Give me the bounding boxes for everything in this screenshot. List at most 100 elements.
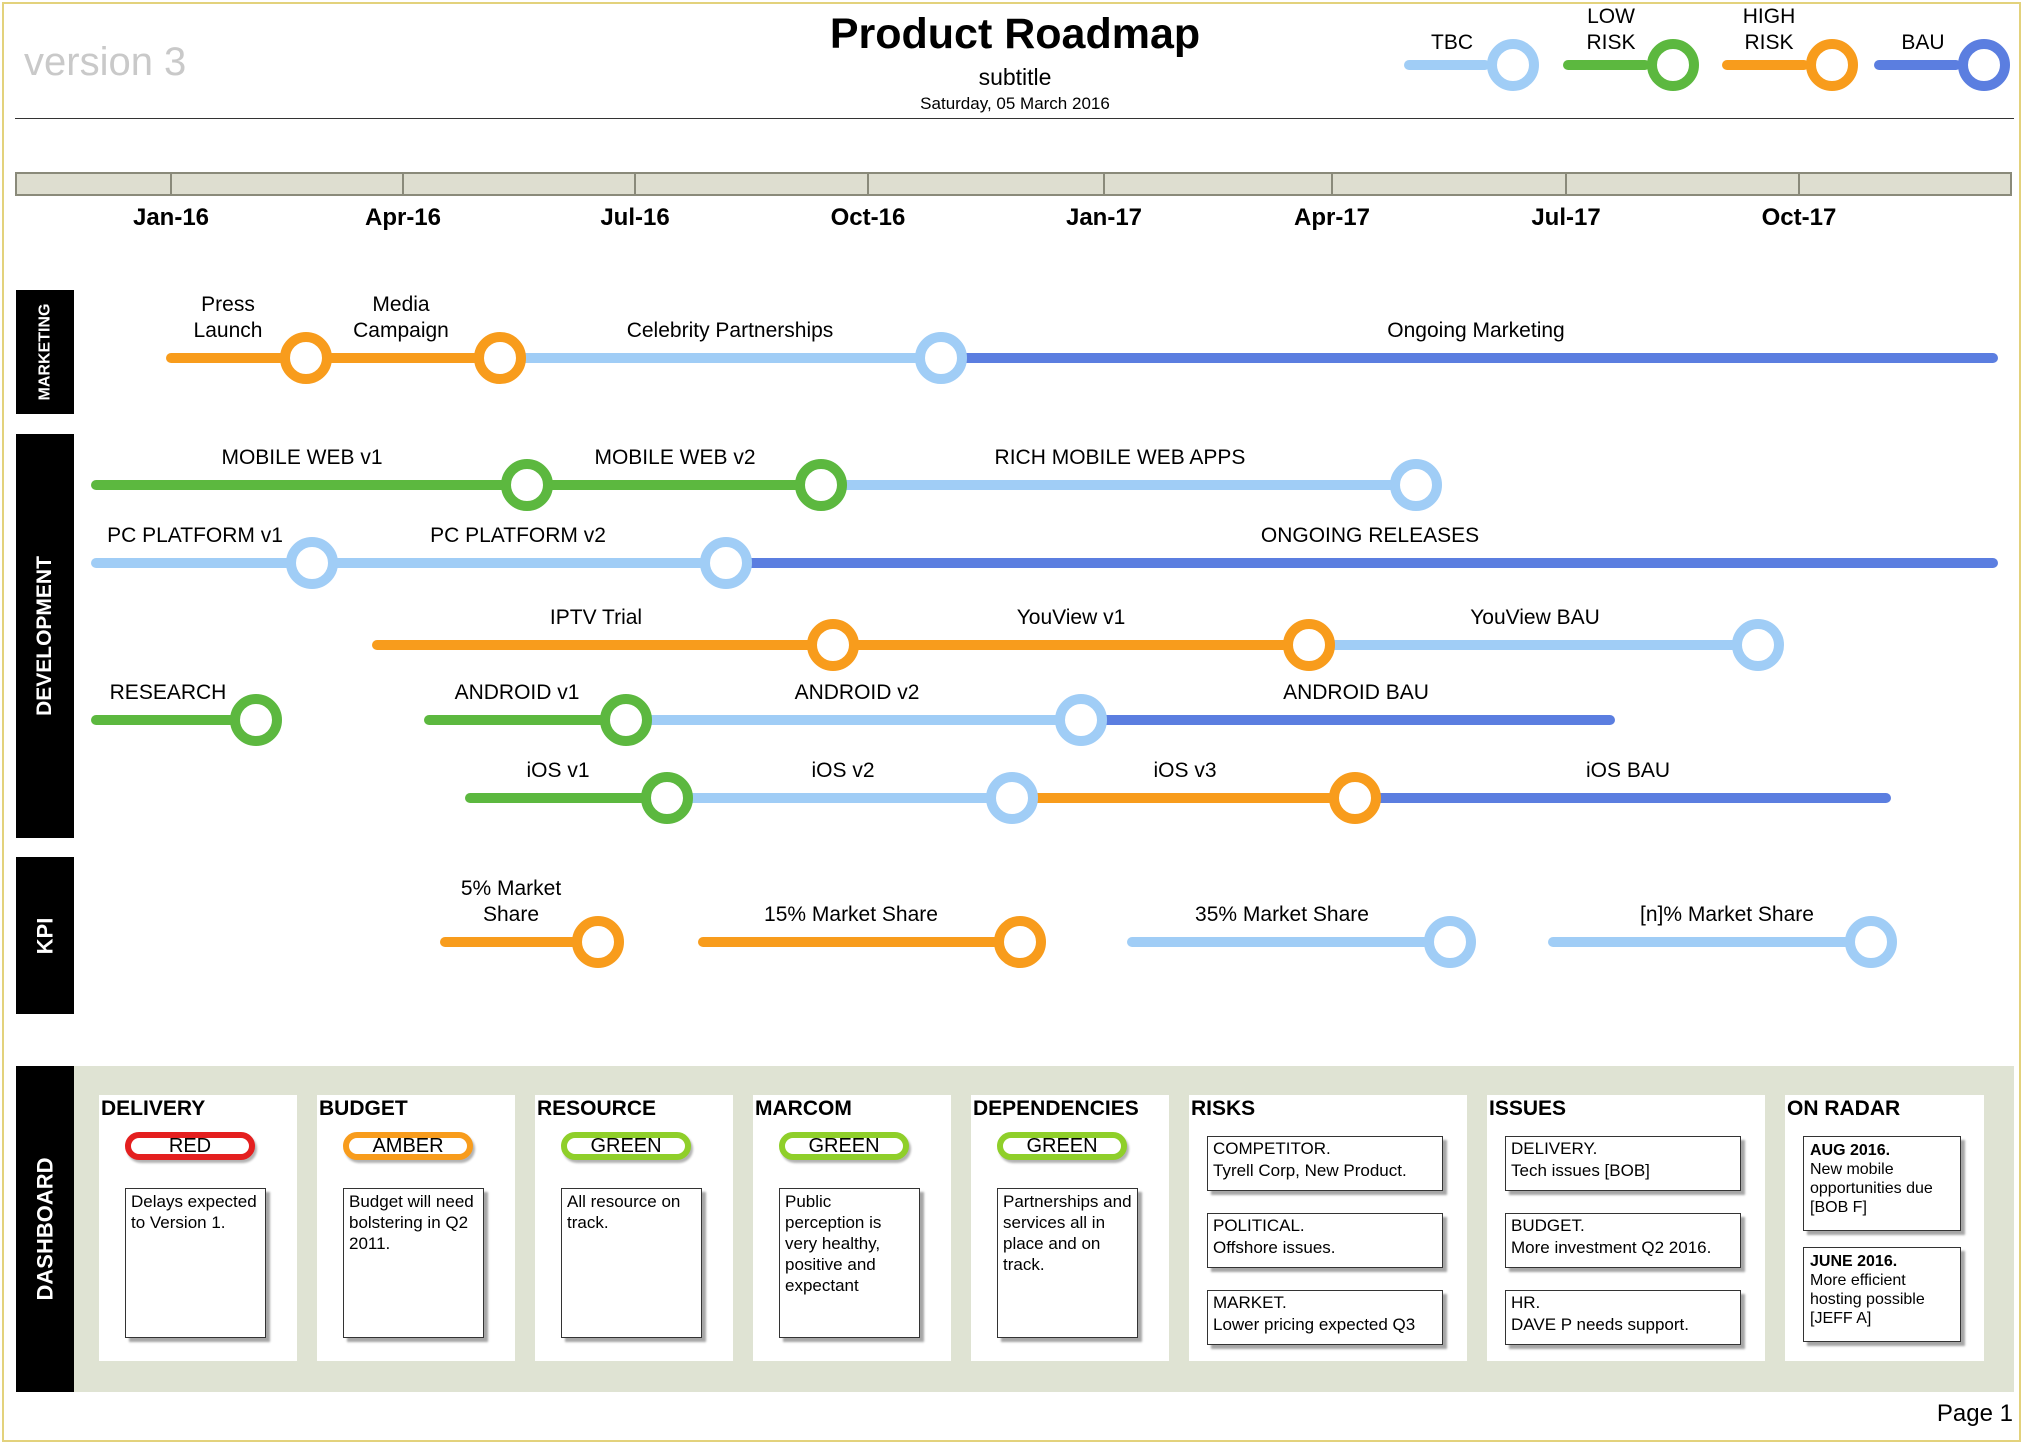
milestone-research [230,694,282,746]
radar-item-text: New mobile opportunities due [BOB F] [1810,1161,1933,1216]
segment-label-android-v2: ANDROID v2 [795,681,920,704]
radar-item: AUG 2016. New mobile opportunities due [… [1803,1136,1961,1231]
segment-label-mobile-web-v1: MOBILE WEB v1 [221,446,382,469]
radar-item-head: JUNE 2016. [1810,1253,1898,1270]
segment-label-youview-bau: YouView BAU [1470,606,1600,629]
segment-label-youview-v1: YouView v1 [1017,606,1126,629]
risk-item-head: COMPETITOR. [1213,1139,1331,1158]
milestone-35-market-share [1424,916,1476,968]
panel-title: DELIVERY [101,1097,206,1120]
timeline-tick [1331,172,1333,196]
timeline-tick [1103,172,1105,196]
risk-item-text: Offshore issues. [1213,1238,1336,1257]
segment-label-rich-mobile-web-apps: RICH MOBILE WEB APPS [995,446,1246,469]
segment-label-mobile-web-v2: MOBILE WEB v2 [594,446,755,469]
issue-item: BUDGET. More investment Q2 2016. [1505,1213,1741,1268]
milestone-5-market-share [572,916,624,968]
milestone-youview-v1 [1283,619,1335,671]
segment-label-ios-v3: iOS v3 [1153,759,1216,782]
legend-marker-tbc [1487,39,1539,91]
panel-title: RISKS [1191,1097,1256,1120]
milestone-press-launch [280,332,332,384]
segment-label-android-bau: ANDROID BAU [1283,681,1429,704]
lane-label-dashboard: DASHBOARD [32,1157,57,1301]
milestone-n-market-share [1845,916,1897,968]
milestone-mobile-web-v1 [501,459,553,511]
segment-label-research: RESEARCH [110,681,227,704]
segment-label-ios-v2: iOS v2 [811,759,874,782]
milestone-youview-bau [1732,619,1784,671]
segment-label-iptv-trial: IPTV Trial [550,606,642,629]
timeline-tick [634,172,636,196]
panel-note: All resource on track. [561,1188,702,1338]
issue-item-head: HR. [1511,1293,1541,1312]
dashboard-panel-dependencies: DEPENDENCIES GREEN Partnerships and serv… [971,1095,1169,1361]
panel-title: RESOURCE [537,1097,657,1120]
issue-item-head: BUDGET. [1511,1216,1585,1235]
timeline-tick [170,172,172,196]
dashboard-panel-marcom: MARCOM GREEN Public perception is very h… [753,1095,951,1361]
status-badge-amber: AMBER [343,1132,473,1160]
panel-note: Public perception is very healthy, posit… [779,1188,920,1338]
risk-item-text: Lower pricing expected Q3 [1213,1315,1416,1334]
segment-label-n-market-share: [n]% Market Share [1640,903,1814,926]
radar-item: JUNE 2016. More efficient hosting possib… [1803,1247,1961,1342]
page-title: Product Roadmap [829,10,1201,58]
milestone-media-campaign [474,332,526,384]
milestone-pc-platform-v2 [700,537,752,589]
milestone-pc-platform-v1 [286,537,338,589]
risk-item-head: POLITICAL. [1213,1216,1305,1235]
milestone-celebrity-partnerships [915,332,967,384]
panel-title: DEPENDENCIES [973,1097,1139,1120]
milestone-ios-v1 [641,772,693,824]
dashboard-panel-on-radar: ON RADAR AUG 2016. New mobile opportunit… [1785,1095,1984,1361]
lane-marketing: MARKETING [16,290,74,414]
panel-title: BUDGET [319,1097,408,1120]
version-label: version 3 [24,40,187,84]
legend-marker-bau [1958,39,2010,91]
dashboard-panel-delivery: DELIVERY RED Delays expected to Version … [99,1095,297,1361]
panel-note: Budget will need bolstering in Q2 2011. [343,1188,484,1338]
legend-label-tbc: TBC [1431,31,1473,54]
panel-title: ISSUES [1489,1097,1567,1120]
segment-label-ongoing-marketing: Ongoing Marketing [1387,319,1564,342]
milestone-ios-v3 [1329,772,1381,824]
month-label: Oct-17 [1761,204,1837,231]
timeline-tick [1798,172,1800,196]
legend-marker-high-risk [1806,39,1858,91]
page-date: Saturday, 05 March 2016 [920,94,1110,113]
lane-dashboard: DASHBOARD [16,1066,74,1392]
milestone-15-market-share [994,916,1046,968]
month-label: Jan-17 [1065,204,1143,231]
page-subtitle: subtitle [978,64,1052,90]
milestone-mobile-web-v2 [795,459,847,511]
issue-item-head: DELIVERY. [1511,1139,1598,1158]
legend-label-high-risk: HIGH RISK [1742,5,1796,54]
month-label: Jul-17 [1531,204,1601,231]
segment-label-35-market-share: 35% Market Share [1195,903,1369,926]
lane-kpi: KPI [16,857,74,1014]
status-badge-green: GREEN [997,1132,1127,1160]
lane-development: DEVELOPMENT [16,434,74,838]
risk-item: MARKET. Lower pricing expected Q3 [1207,1290,1443,1345]
radar-item-text: More efficient hosting possible [JEFF A] [1810,1272,1925,1327]
radar-item-head: AUG 2016. [1810,1142,1891,1159]
timeline-tick [402,172,404,196]
segment-label-15-market-share: 15% Market Share [764,903,938,926]
status-badge-green: GREEN [779,1132,909,1160]
page-number: Page 1 [1936,1400,2013,1427]
segment-label-ios-bau: iOS BAU [1586,759,1670,782]
month-label: Apr-17 [1293,204,1371,231]
month-label: Jul-16 [600,204,670,231]
legend-marker-low-risk [1647,39,1699,91]
timeline-tick [1565,172,1567,196]
issue-item: DELIVERY. Tech issues [BOB] [1505,1136,1741,1191]
milestone-android-v2 [1055,694,1107,746]
risk-item: POLITICAL. Offshore issues. [1207,1213,1443,1268]
month-label: Jan-16 [132,204,210,231]
month-label: Apr-16 [364,204,442,231]
legend-label-low-risk: LOW RISK [1586,5,1636,54]
segment-label-celebrity-partnerships: Celebrity Partnerships [627,319,834,342]
